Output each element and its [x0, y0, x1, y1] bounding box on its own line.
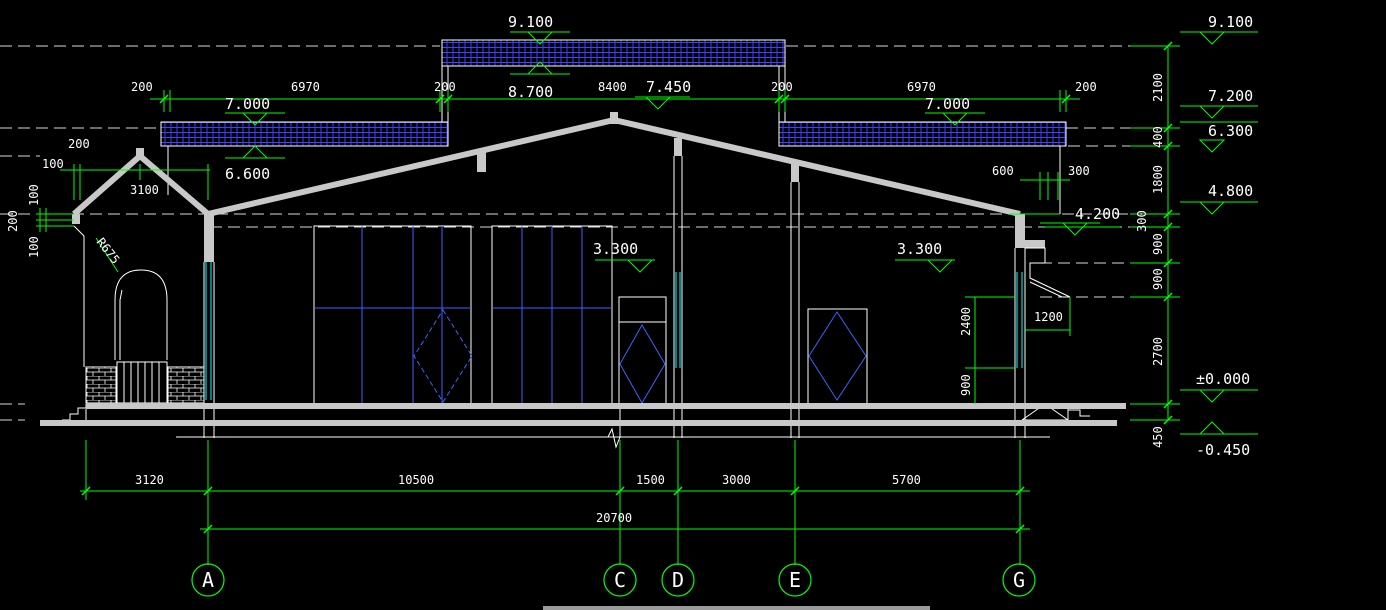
- vchain-900-b: 900: [1151, 268, 1165, 290]
- side-roofs: [160, 121, 1067, 214]
- elevation-7200-side: 7.200: [1208, 87, 1253, 105]
- column-lines: [203, 156, 1026, 438]
- porch: [62, 225, 205, 421]
- vchain-2700: 2700: [1151, 337, 1165, 366]
- level-triangles: [241, 31, 1226, 435]
- top-dim-200-c: 200: [771, 80, 793, 94]
- left-dim-200-a: 200: [68, 137, 90, 151]
- elevation-3300-a: 3.300: [593, 240, 638, 258]
- top-dim-6970-b: 6970: [907, 80, 936, 94]
- ground: [40, 403, 1126, 449]
- right-dim-900: 900: [959, 374, 973, 396]
- vchain-300: 300: [1135, 210, 1149, 232]
- elevation-7000-right: 7.000: [925, 95, 970, 113]
- elevation-4200: 4.200: [1075, 205, 1120, 223]
- bottom-dim-3120: 3120: [135, 473, 164, 487]
- horizontal-scrollbar[interactable]: [543, 606, 930, 610]
- axis-label-c: C: [614, 568, 626, 592]
- top-dim-200-a: 200: [131, 80, 153, 94]
- elevation-0000-side: ±0.000: [1196, 370, 1250, 388]
- right-dim-300: 300: [1068, 164, 1090, 178]
- elevation-9100-side: 9.100: [1208, 13, 1253, 31]
- elevation-7450: 7.450: [646, 78, 691, 96]
- cyan-glazing: [205, 262, 1023, 400]
- top-dim-8400: 8400: [598, 80, 627, 94]
- left-dim-100-b: 100: [27, 184, 41, 206]
- elevation-6300-side: 6.300: [1208, 122, 1253, 140]
- doors: [618, 296, 868, 405]
- vchain-450: 450: [1151, 426, 1165, 448]
- axis-label-e: E: [789, 568, 801, 592]
- right-canopy: [1021, 247, 1090, 421]
- top-dim-200-b: 200: [434, 80, 456, 94]
- roof-ridge-details: [72, 112, 799, 224]
- left-dim-100-a: 100: [42, 157, 64, 171]
- axis-bubbles: [191, 563, 1036, 597]
- elevation-6600-left: 6.600: [225, 165, 270, 183]
- vertical-chain-texts: 2100 400 1800 300 900 900 2700 450: [1135, 73, 1165, 448]
- bottom-dim-3000: 3000: [722, 473, 751, 487]
- right-local-dimension-texts: 600 300 1200 2400 900: [959, 164, 1090, 396]
- elevation-4800-side: 4.800: [1208, 182, 1253, 200]
- bottom-dimension-texts: 3120 10500 1500 3000 5700 20700: [135, 473, 921, 525]
- right-dim-1200: 1200: [1034, 310, 1063, 324]
- elevation-7000-left: 7.000: [225, 95, 270, 113]
- top-dim-200-d: 200: [1075, 80, 1097, 94]
- elevation-9100-top: 9.100: [508, 13, 553, 31]
- vchain-1800: 1800: [1151, 165, 1165, 194]
- left-dim-100-c: 100: [27, 236, 41, 258]
- top-dim-6970-a: 6970: [291, 80, 320, 94]
- vchain-900-a: 900: [1151, 233, 1165, 255]
- left-dim-radius: R675: [94, 235, 123, 266]
- axis-label-g: G: [1013, 568, 1025, 592]
- large-windows: [313, 225, 613, 405]
- left-dim-200-b: 200: [6, 210, 20, 232]
- axis-label-d: D: [672, 568, 684, 592]
- bottom-dim-1500: 1500: [636, 473, 665, 487]
- elevation-8700: 8.700: [508, 83, 553, 101]
- bottom-dim-total: 20700: [596, 511, 632, 525]
- columns: [204, 214, 1045, 262]
- vchain-400: 400: [1151, 126, 1165, 148]
- elevation-3300-b: 3.300: [897, 240, 942, 258]
- left-dim-3100: 3100: [130, 183, 159, 197]
- top-dimension-texts: 200 6970 200 8400 200 6970 200: [131, 80, 1097, 94]
- right-dim-2400: 2400: [959, 307, 973, 336]
- vchain-2100: 2100: [1151, 73, 1165, 102]
- elevation-m450-side: -0.450: [1196, 441, 1250, 459]
- bottom-dim-10500: 10500: [398, 473, 434, 487]
- axis-label-a: A: [202, 568, 214, 592]
- bottom-dim-5700: 5700: [892, 473, 921, 487]
- right-dim-600: 600: [992, 164, 1014, 178]
